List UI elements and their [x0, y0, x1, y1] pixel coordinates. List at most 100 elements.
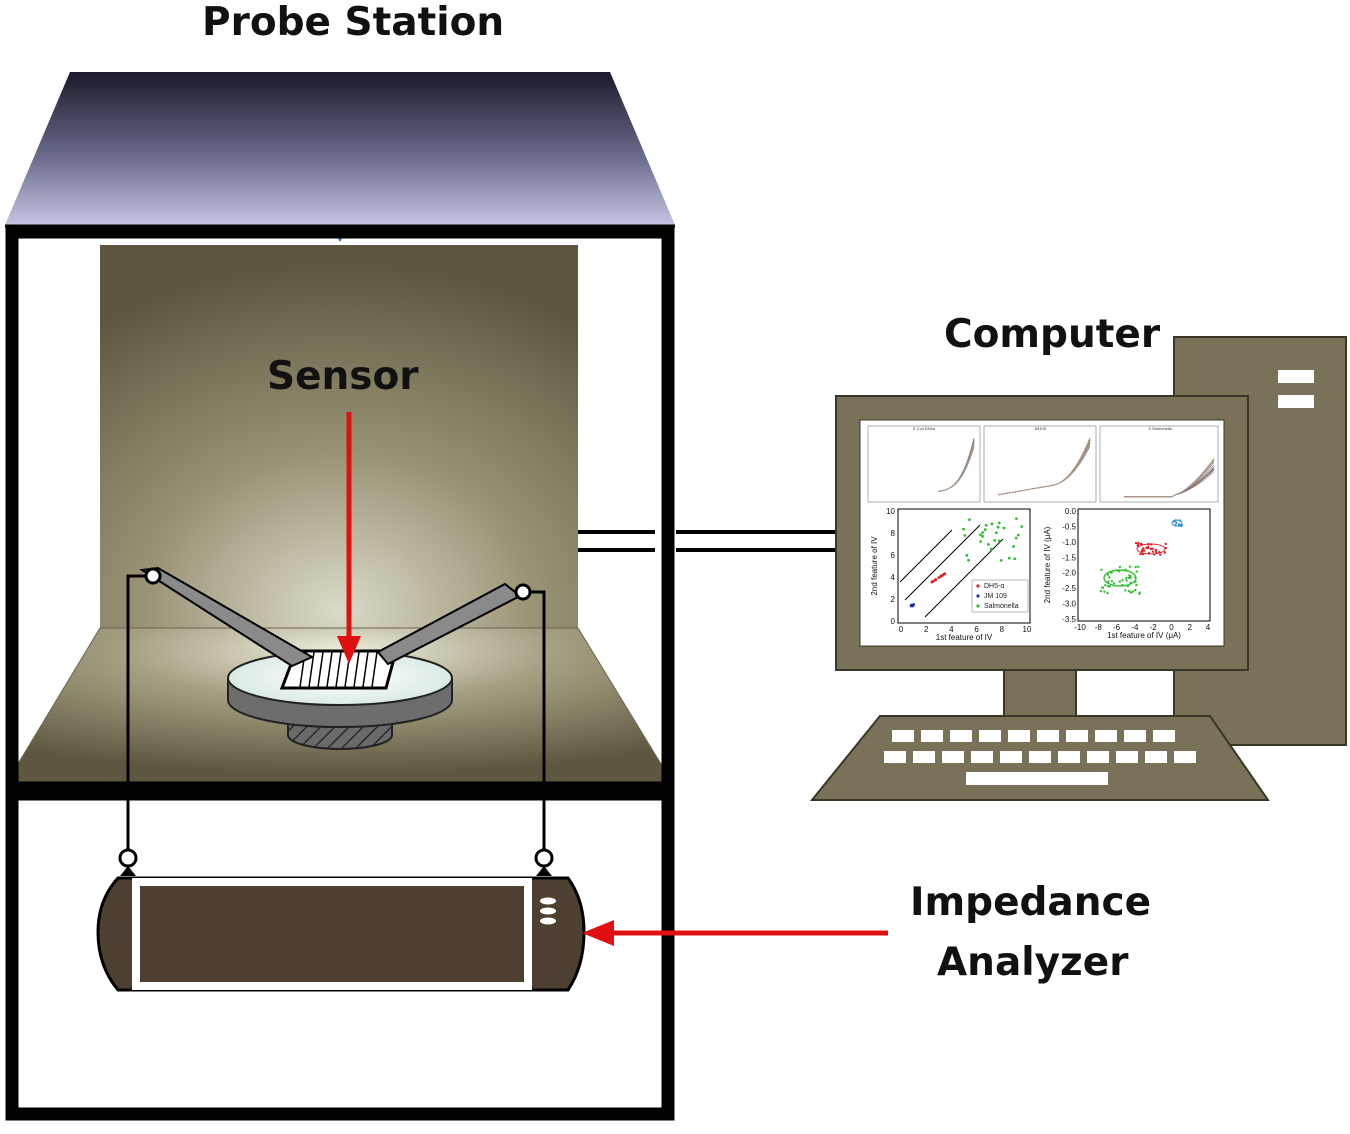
- scatter-point: [1134, 575, 1137, 579]
- scatter-point: [1152, 553, 1156, 556]
- scatter-point: [1164, 542, 1168, 546]
- scatter-point: [1016, 533, 1020, 537]
- keyboard-key: [1174, 751, 1196, 763]
- scatter-point: [1150, 543, 1153, 546]
- scatter-point: [1178, 519, 1182, 522]
- scatter-point: [1014, 536, 1018, 540]
- scatter-point: [1134, 541, 1138, 545]
- scatter-point: [1126, 584, 1130, 588]
- left-plot-ytick: 0: [891, 617, 896, 626]
- keyboard-key: [979, 730, 1001, 742]
- scatter-point: [997, 539, 1001, 543]
- scatter-point: [1131, 590, 1135, 593]
- scatter-point: [1154, 549, 1158, 552]
- scatter-point: [1007, 556, 1011, 560]
- scatter-point: [1151, 547, 1154, 550]
- probe-station-label: Probe Station: [202, 0, 505, 45]
- keyboard-key: [1087, 751, 1109, 763]
- scatter-point: [979, 533, 982, 537]
- right-plot-xtick: -8: [1095, 623, 1103, 632]
- scatter-point: [1013, 557, 1017, 561]
- keyboard-key: [1037, 730, 1059, 742]
- scatter-point: [1108, 585, 1112, 588]
- legend-jm109: JM 109: [984, 593, 1007, 600]
- keyboard-key: [892, 730, 914, 742]
- iv-panel-2-title: JM109: [1034, 426, 1047, 431]
- impedance-label-line1: Impedance: [910, 880, 1152, 925]
- scatter-point: [984, 523, 988, 527]
- left-plot-xtick: 4: [949, 625, 954, 634]
- scatter-point: [1110, 571, 1113, 574]
- impedance-label-line2: Analyzer: [937, 940, 1129, 985]
- probe-cables: [126, 574, 546, 850]
- right-plot-ytick: -3.0: [1062, 600, 1076, 609]
- scatter-point: [1107, 580, 1110, 584]
- keyboard-key: [1066, 730, 1088, 742]
- scatter-point: [930, 580, 934, 584]
- iv-panel-3-title: S.Salmonella: [1148, 426, 1172, 431]
- iv-panel-1: E.Coli DH5α: [867, 425, 981, 503]
- scatter-point: [989, 547, 993, 551]
- scatter-point: [1142, 547, 1145, 550]
- scatter-point: [1112, 582, 1116, 585]
- keyboard-key: [1000, 751, 1022, 763]
- scatter-point: [940, 574, 944, 578]
- scatter-point: [968, 518, 971, 522]
- scatter-point: [1012, 545, 1015, 548]
- scatter-point: [1108, 576, 1111, 579]
- scatter-point: [1014, 517, 1018, 521]
- screen-content: E.Coli DH5α JM109 S.Salmonella: [867, 425, 1219, 642]
- analyzer-arrow: [582, 920, 888, 946]
- scatter-point: [1124, 589, 1127, 592]
- keyboard-key: [1058, 751, 1080, 763]
- right-plot-ytick: -3.5: [1062, 615, 1076, 624]
- iv-curve: [1124, 459, 1215, 498]
- scatter-point: [967, 558, 970, 562]
- iv-curve: [937, 444, 975, 492]
- left-plot-ytick: 2: [891, 595, 896, 604]
- keyboard-key: [950, 730, 972, 742]
- scatter-point: [1128, 565, 1132, 568]
- sensor-arrow: [337, 412, 361, 664]
- right-plot-xtick: -4: [1131, 623, 1139, 632]
- right-plot-xtick: -10: [1074, 623, 1086, 632]
- scatter-point: [1125, 579, 1128, 582]
- scatter-point: [1147, 552, 1151, 555]
- right-plot-ylabel: 2nd feature of IV (μA): [1043, 526, 1052, 603]
- scatter-point: [962, 527, 966, 531]
- keyboard-key: [1095, 730, 1117, 742]
- scatter-point: [1104, 584, 1107, 587]
- scatter-point: [1137, 565, 1140, 568]
- scatter-point: [933, 578, 937, 582]
- left-plot-ylabel: 2nd feature of IV: [870, 536, 879, 596]
- probe-station-frame: [5, 225, 675, 1121]
- scatter-point: [981, 531, 985, 534]
- right-plot-ytick: -2.0: [1062, 569, 1076, 578]
- keyboard-key: [971, 751, 993, 763]
- keyboard-key: [1029, 751, 1051, 763]
- scatter-point: [1164, 546, 1168, 550]
- scatter-point: [1121, 578, 1124, 582]
- scatter-point: [1106, 591, 1109, 595]
- iv-curve: [997, 441, 1091, 496]
- scatter-point: [1134, 565, 1137, 569]
- scatter-point: [1163, 551, 1167, 554]
- scatter-point: [1139, 542, 1143, 546]
- scatter-point: [1125, 576, 1128, 580]
- keyboard-icon: [809, 715, 1270, 801]
- scatter-point: [1149, 547, 1153, 551]
- scatter-point: [1002, 526, 1006, 530]
- keyboard-key: [884, 751, 906, 763]
- scatter-point: [979, 540, 983, 543]
- scatter-point: [1138, 592, 1141, 596]
- scatter-point: [911, 604, 915, 608]
- left-plot-ytick: 10: [886, 507, 895, 516]
- scatter-point: [1137, 541, 1140, 545]
- scatter-point: [1129, 581, 1132, 585]
- iv-panel-2: JM109: [983, 425, 1097, 503]
- keyboard-key: [921, 730, 943, 742]
- keyboard-key: [1008, 730, 1030, 742]
- scatter-point: [1180, 523, 1183, 526]
